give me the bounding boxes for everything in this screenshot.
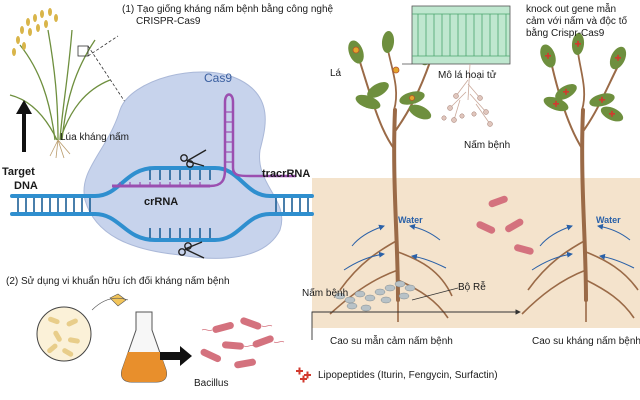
dish-bacteria — [47, 316, 80, 357]
target-label: Target — [2, 166, 35, 178]
rice-label: Lúa kháng nấm — [60, 132, 129, 143]
bacillus-cells — [200, 317, 274, 369]
dna-helix — [10, 166, 314, 242]
necrosis-label: Mô lá hoại tử — [438, 70, 497, 81]
zoom-box — [77, 45, 89, 57]
rubber-susceptible-label: Cao su mẫn cảm nấm bệnh — [330, 336, 453, 347]
scissors-icon — [180, 149, 207, 168]
caption-knockout-2: cảm với nấm và độc tố — [526, 16, 628, 27]
caption-crispr: (1) Tạo giống kháng nấm bệnh bằng công n… — [122, 4, 334, 15]
caption-bacteria: (2) Sử dụng vi khuẩn hữu ích đối kháng n… — [6, 276, 230, 287]
fungus-label: Nấm bệnh — [464, 140, 511, 151]
tree-roots-resistant — [521, 239, 639, 322]
crrna-label: crRNA — [144, 196, 179, 208]
connector-arrow — [311, 309, 521, 340]
soil-bacteria — [476, 195, 534, 255]
root-label: Bộ Rễ — [458, 282, 486, 293]
leaf-label: Lá — [330, 68, 342, 79]
up-arrow-head — [16, 100, 32, 114]
bacillus-label: Bacillus — [194, 378, 229, 389]
rice-plant — [9, 29, 111, 141]
caption-crispr-2: CRISPR-Cas9 — [136, 16, 201, 27]
water-arrows — [343, 223, 635, 271]
fungus-hyphae — [449, 63, 491, 125]
dna-label: DNA — [14, 180, 38, 192]
cas9-label: Cas9 — [204, 71, 233, 85]
bacillus-arrow — [160, 346, 192, 366]
soil-area — [312, 178, 640, 328]
pipette-icon — [109, 293, 127, 307]
water-label-1: Water — [398, 215, 423, 225]
tracrrna-strand — [209, 93, 296, 188]
root-fungus — [334, 280, 416, 312]
leaf-tissue-inset — [411, 5, 511, 65]
caption-knockout: knock out gene mẫn — [526, 4, 617, 15]
flask-culture — [121, 352, 167, 382]
tracrrna-label: tracrRNA — [262, 168, 311, 180]
scissors-icon-lower — [178, 241, 205, 259]
rice-grains — [12, 8, 58, 56]
lipopeptide-icon — [296, 367, 311, 383]
dna-base-pairs — [17, 170, 309, 238]
fungus-root-label: Nấm bệnh — [302, 288, 349, 299]
cas9-protein — [83, 71, 283, 259]
rice-roots — [49, 139, 71, 159]
resistance-crosses — [545, 40, 621, 117]
rubber-resistant-label: Cao su kháng nấm bệnh — [532, 336, 640, 347]
water-label-2: Water — [596, 215, 621, 225]
caption-knockout-3: bằng Crispr-Cas9 — [526, 28, 605, 39]
lipopeptides-label: Lipopeptides (Iturin, Fengycin, Surfacti… — [318, 370, 498, 381]
